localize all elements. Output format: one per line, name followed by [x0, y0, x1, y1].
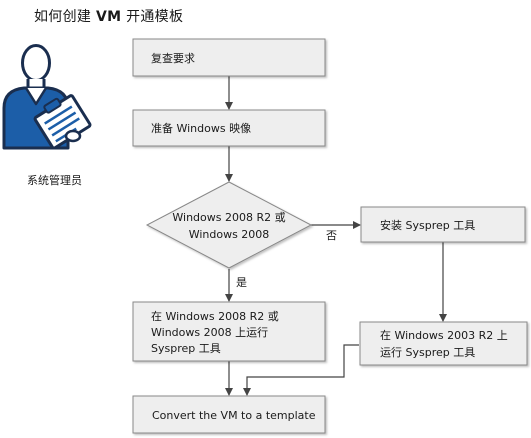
node-convert: Convert the VM to a template [132, 395, 326, 434]
title-suffix: 开通模板 [121, 9, 184, 25]
node-decision: Windows 2008 R2 或 Windows 2008 [145, 181, 313, 269]
node-run-sysprep-2008-line-3: Sysprep 工具 [151, 342, 221, 355]
edge-run2003-to-convert [243, 344, 359, 396]
node-run-sysprep-2003: 在 Windows 2003 R2 上 运行 Sysprep 工具 [359, 321, 528, 366]
node-run-sysprep-2008: 在 Windows 2008 R2 或 Windows 2008 上运行 Sys… [132, 301, 326, 362]
node-run-sysprep-2003-line-1: 在 Windows 2003 R2 上 [380, 329, 508, 342]
node-review-line-1: 复查要求 [151, 51, 195, 65]
node-prepare-line-1: 准备 Windows 映像 [151, 121, 251, 135]
edge-label-no: 否 [326, 229, 337, 242]
administrator-with-clipboard-icon [2, 44, 92, 150]
node-install-sysprep-line-1: 安装 Sysprep 工具 [380, 218, 475, 232]
node-decision-line-2: Windows 2008 [189, 228, 270, 241]
node-decision-line-1: Windows 2008 R2 或 [172, 211, 285, 224]
node-run-sysprep-2003-line-2: 运行 Sysprep 工具 [380, 346, 475, 359]
node-install-sysprep: 安装 Sysprep 工具 [360, 206, 526, 243]
node-prepare: 准备 Windows 映像 [132, 109, 326, 147]
title-emphasis: VM [95, 9, 122, 25]
node-run-sysprep-2008-line-2: Windows 2008 上运行 [151, 326, 268, 339]
role-label: 系统管理员 [27, 173, 82, 187]
node-run-sysprep-2008-line-1: 在 Windows 2008 R2 或 [151, 310, 279, 323]
node-review: 复查要求 [132, 38, 326, 77]
connectors [225, 76, 447, 396]
edge-label-yes: 是 [236, 276, 247, 289]
title-prefix: 如何创建 [34, 9, 96, 25]
page-title: 如何创建 VM 开通模板 [34, 6, 183, 26]
node-convert-line-1: Convert the VM to a template [152, 409, 316, 422]
